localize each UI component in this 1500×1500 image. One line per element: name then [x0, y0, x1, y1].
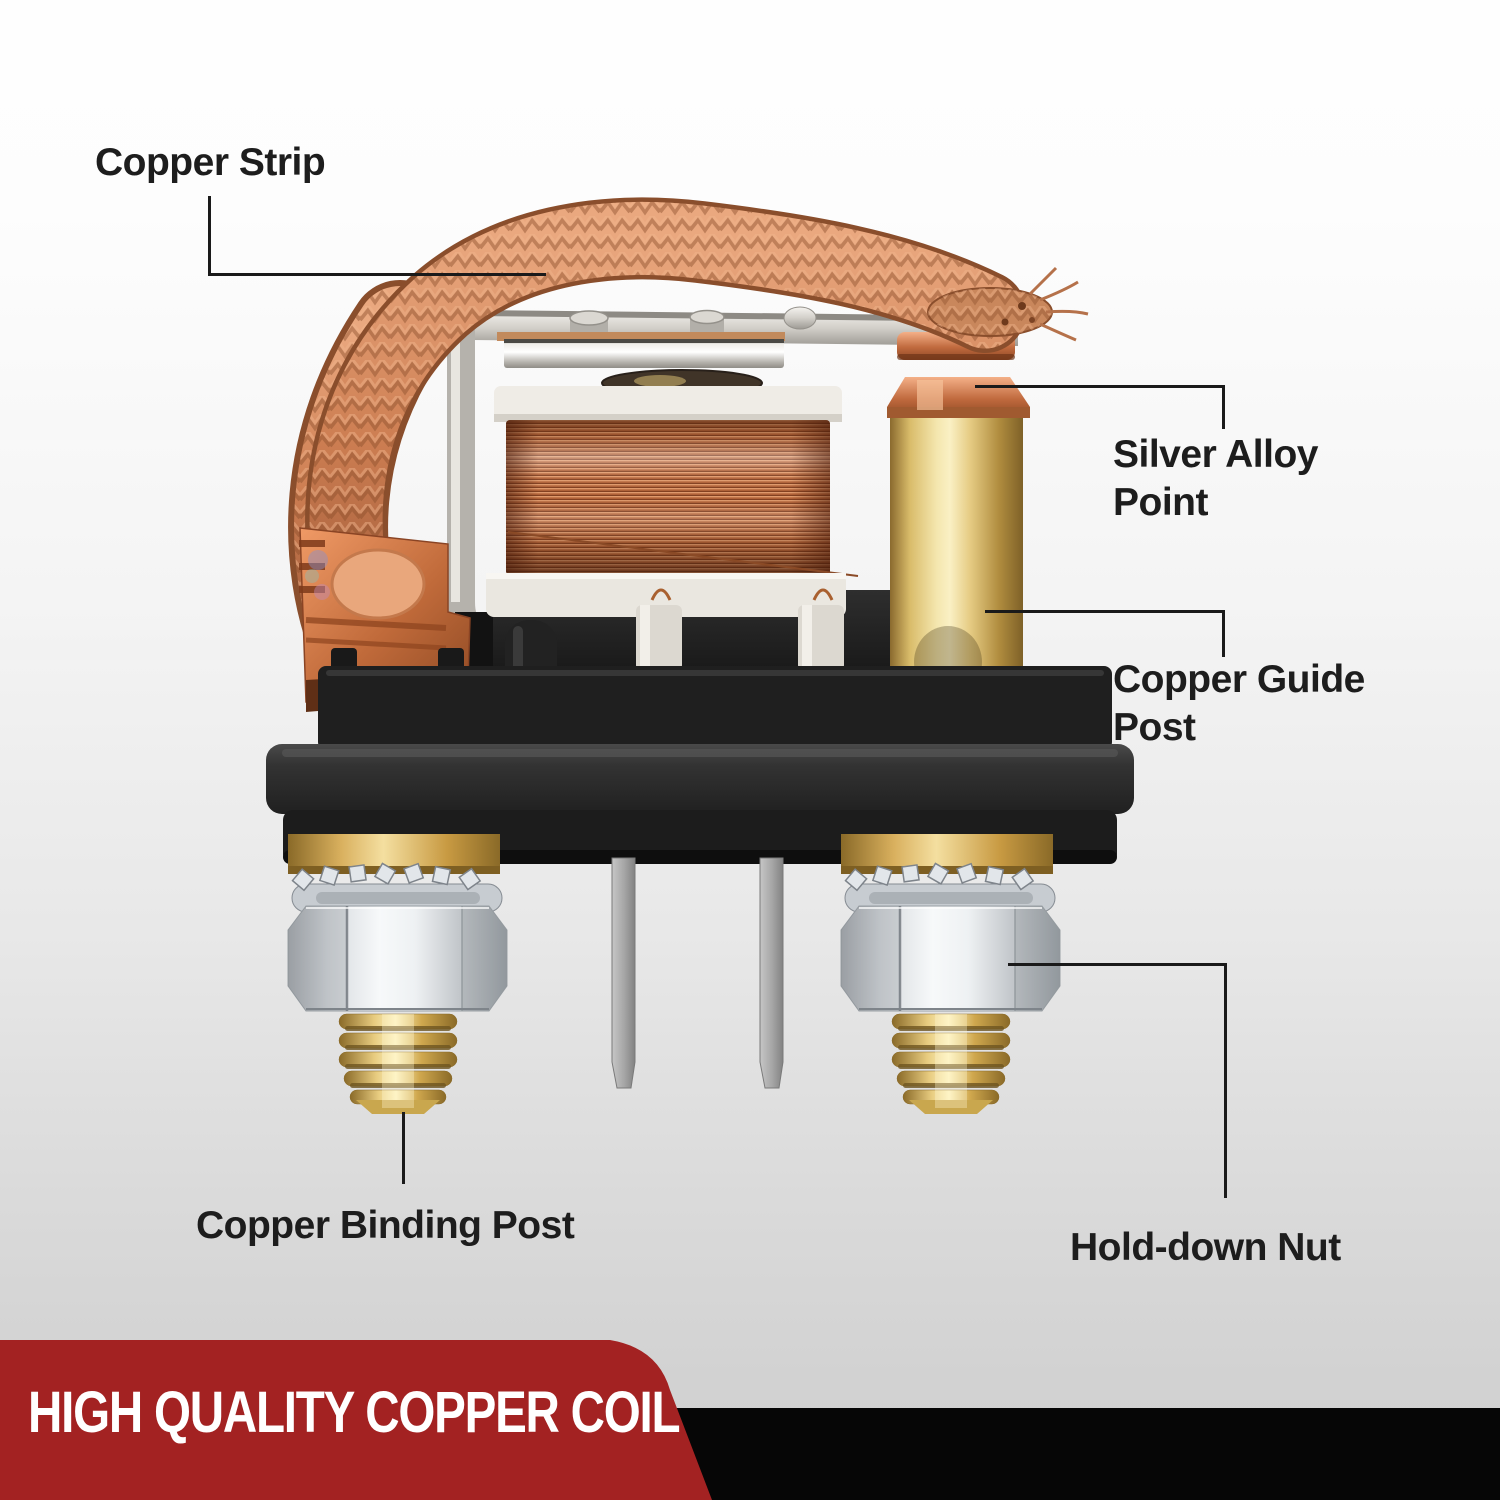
label-copper-guide-post: Copper Guide Post	[1113, 658, 1376, 749]
terminal-pins	[611, 857, 784, 1089]
coil-assembly	[486, 332, 859, 671]
banner: HIGH QUALITY COPPER COIL	[0, 1338, 712, 1500]
leader-copper-binding-post	[402, 1112, 405, 1184]
binding-post	[287, 834, 508, 1114]
leader-copper-guide-post	[985, 610, 1225, 657]
leader-silver-alloy-point	[975, 385, 1225, 429]
label-silver-alloy-point: Silver Alloy Point	[1113, 433, 1329, 524]
leader-hold-down-nut	[1008, 963, 1227, 1198]
label-copper-binding-post: Copper Binding Post	[196, 1204, 575, 1247]
banner-text: HIGH QUALITY COPPER COIL	[28, 1380, 680, 1445]
left-frame	[447, 330, 511, 660]
copper-guide-post	[886, 377, 1030, 709]
label-hold-down-nut: Hold-down Nut	[1070, 1226, 1341, 1269]
base	[266, 648, 1134, 864]
leader-copper-strip	[208, 196, 546, 276]
label-copper-strip: Copper Strip	[95, 141, 326, 184]
